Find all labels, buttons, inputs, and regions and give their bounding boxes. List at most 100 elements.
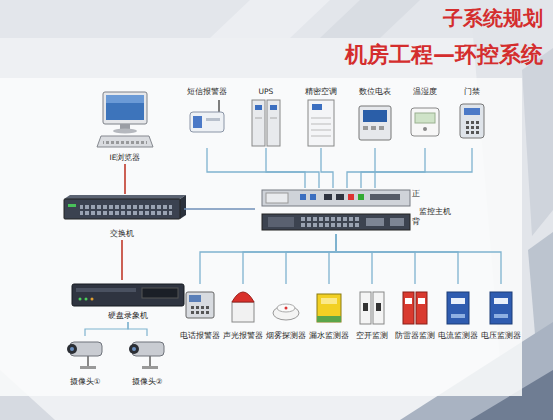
host-rack-icon xyxy=(324,194,332,200)
access-control-icon xyxy=(464,108,480,115)
precision-ac-icon xyxy=(311,118,331,119)
slide-background xyxy=(0,78,522,396)
pc-icon xyxy=(97,136,153,147)
camera-icon xyxy=(80,366,96,369)
host-rack-icon xyxy=(370,194,400,200)
surge-protector-icon xyxy=(418,298,425,304)
camera-box: 摄像头① xyxy=(60,336,110,388)
ups-icon xyxy=(270,105,277,110)
host-rack-icon xyxy=(262,214,410,230)
water-leak-sensor-box: 漏水监测器 xyxy=(307,284,351,342)
device-label: 精密空调 xyxy=(305,87,337,96)
connector-line xyxy=(266,148,319,188)
device-label: 漏水监测器 xyxy=(309,331,349,340)
precision-ac-icon xyxy=(311,136,331,137)
dvr-icon xyxy=(79,298,82,301)
host-rack-icon xyxy=(300,217,360,227)
connector-line xyxy=(207,148,305,188)
pc-icon xyxy=(106,95,144,103)
phone-alarm-icon xyxy=(186,292,214,318)
phone-alarm-icon xyxy=(186,292,214,318)
temp-humidity-icon xyxy=(415,113,435,123)
precision-ac-icon xyxy=(311,130,331,131)
temp-humidity-box: 温湿度 xyxy=(403,86,447,148)
ups-icon xyxy=(255,118,262,119)
connector-line xyxy=(375,148,472,188)
slide-background xyxy=(320,0,420,38)
temp-humidity-icon xyxy=(411,108,439,136)
dvr-icon xyxy=(72,284,184,306)
precision-ac-icon xyxy=(308,100,334,146)
browser-pc-box: IE浏览器 xyxy=(95,90,155,164)
host-rack-icon xyxy=(262,190,410,206)
current-sensor-icon xyxy=(451,314,465,318)
pc-icon xyxy=(103,139,147,144)
panel-side-label: 背 xyxy=(412,217,420,227)
device-label: 空开监测 xyxy=(356,331,388,340)
dvr-icon xyxy=(142,288,178,298)
breaker-monitor-box: 空开监测 xyxy=(351,284,393,342)
panel-side-label: 正 xyxy=(412,189,420,199)
connector-line xyxy=(243,234,336,284)
voltage-sensor-icon xyxy=(490,292,512,324)
surge-protector-icon xyxy=(416,292,427,324)
voltage-sensor-icon xyxy=(494,298,508,304)
device-label: 防雷器监测 xyxy=(395,331,435,340)
slide-background xyxy=(210,0,330,38)
water-leak-icon xyxy=(317,294,341,322)
video-recorder-box: 硬盘录象机 xyxy=(67,280,189,322)
precision-ac-icon xyxy=(312,104,322,110)
pc-icon xyxy=(103,92,147,124)
device-label: IE浏览器 xyxy=(110,153,141,162)
sms-alarm-icon xyxy=(206,118,220,121)
device-label: 烟雾探测器 xyxy=(266,331,306,340)
device-label: 电压监测器 xyxy=(481,331,521,340)
host-rack-icon xyxy=(310,194,316,200)
access-control-icon xyxy=(460,104,484,138)
connector-line xyxy=(124,164,126,194)
precision-ac-icon xyxy=(308,100,334,146)
host-rack-icon xyxy=(262,190,410,230)
device-label: 摄像头② xyxy=(132,377,163,386)
power-meter-icon xyxy=(359,106,391,140)
sms-alarm-icon xyxy=(190,112,224,132)
surge-protector-icon xyxy=(403,292,414,324)
dvr-icon xyxy=(85,298,88,301)
ups-icon xyxy=(252,100,265,146)
sms-alarm-box: 短信报警器 xyxy=(185,86,229,148)
slide-background xyxy=(522,48,553,236)
camera-icon xyxy=(70,347,74,351)
breaker-icon xyxy=(360,292,384,324)
voltage-sensor-icon xyxy=(490,292,512,324)
host-rack-icon xyxy=(336,194,344,200)
surge-monitor-box: 防雷器监测 xyxy=(393,284,437,342)
phone-alarm-icon xyxy=(189,295,201,302)
access-control-icon xyxy=(464,119,480,134)
network-switch-box: 交换机 xyxy=(60,194,184,240)
power-meter-icon xyxy=(379,126,384,130)
device-label: UPS xyxy=(259,87,274,96)
smoke-detector-icon xyxy=(273,304,299,320)
switch-icon xyxy=(64,195,186,199)
device-label: 硬盘录象机 xyxy=(108,311,148,320)
voltage-sensor-box: 电压监测器 xyxy=(479,284,523,342)
smoke-detector-box: 烟雾探测器 xyxy=(264,284,308,342)
monitoring-host-box: 监控主机 xyxy=(255,188,453,234)
temp-humidity-icon xyxy=(423,127,427,131)
power-meter-icon xyxy=(371,126,376,130)
power-meter-icon xyxy=(363,126,368,130)
power-meter-icon xyxy=(359,106,391,140)
connector-line xyxy=(336,234,501,284)
surge-protector-icon xyxy=(403,292,427,324)
current-sensor-icon xyxy=(451,298,465,304)
connector-line xyxy=(121,240,123,280)
switch-icon xyxy=(64,199,180,219)
smoke-detector-icon xyxy=(277,304,295,312)
sms-alarm-icon xyxy=(218,100,220,112)
device-label: 摄像头① xyxy=(70,377,101,386)
slide-subtitle: 机房工程—环控系统 xyxy=(345,40,543,70)
power-meter-icon xyxy=(363,110,387,122)
